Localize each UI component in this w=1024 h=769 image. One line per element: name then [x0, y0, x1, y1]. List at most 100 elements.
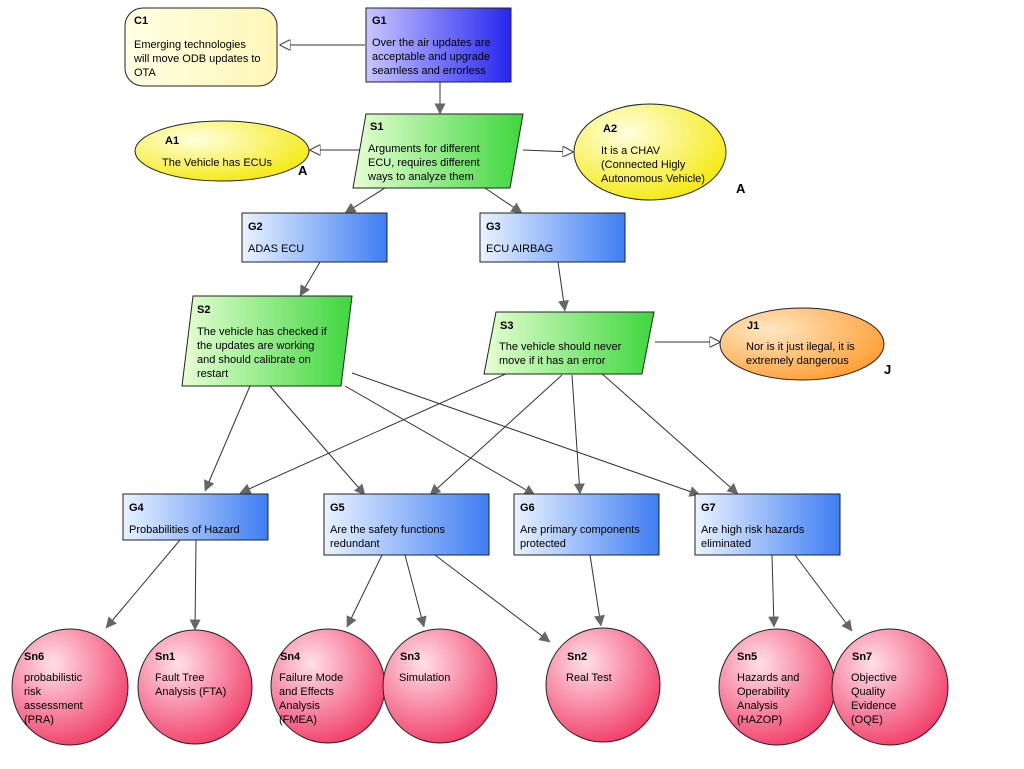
edge-s3-g6 [571, 374, 585, 495]
node-g6[interactable]: G6 Are primary components protected [513, 493, 660, 556]
node-g7-line: Are high risk hazards [701, 524, 805, 536]
node-sn4[interactable]: Sn4 Failure Mode and Effects Analysis (F… [270, 628, 386, 744]
node-g7-id: G7 [701, 502, 716, 514]
node-sn4-line: Analysis [279, 700, 320, 712]
edge-s3-g7 [599, 371, 739, 495]
node-sn7-id: Sn7 [852, 651, 872, 663]
edge-s1-a2 [522, 150, 573, 152]
node-g3-id: G3 [486, 221, 501, 233]
node-s2[interactable]: S2 The vehicle has checked if the update… [181, 295, 353, 387]
node-sn4-line: Failure Mode [279, 672, 343, 684]
edge-g4-sn6 [105, 539, 181, 629]
edge-g7-sn7 [794, 554, 853, 632]
node-c1-line: OTA [134, 67, 156, 79]
node-s3-line: The vehicle should never [499, 341, 622, 353]
edge-g3-s3 [557, 261, 569, 312]
edge-g5-sn3 [404, 554, 427, 628]
node-sn7-line: Evidence [851, 700, 896, 712]
node-a2-line: Autonomous Vehicle) [601, 173, 705, 185]
node-g3[interactable]: G3 ECU AIRBAG [479, 212, 626, 263]
node-g3-line: ECU AIRBAG [486, 243, 553, 255]
node-g7[interactable]: G7 Are high risk hazards eliminated [694, 493, 841, 556]
node-sn5-id: Sn5 [737, 651, 757, 663]
node-sn3[interactable]: Sn3 Simulation [382, 628, 498, 744]
node-s2-line: the updates are working [197, 340, 314, 352]
node-s1[interactable]: S1 Arguments for different ECU, requires… [352, 113, 524, 189]
node-s1-line: ways to analyze them [367, 171, 474, 183]
node-g1[interactable]: G1 Over the air updates are acceptable a… [365, 7, 512, 83]
node-sn1-id: Sn1 [155, 651, 175, 663]
node-a2-id: A2 [603, 123, 617, 135]
node-a1[interactable]: A1 The Vehicle has ECUs A [134, 120, 310, 182]
node-sn1-line: Fault Tree [155, 672, 205, 684]
edge-s2-g7 [351, 372, 701, 497]
node-s3-line: move if it has an error [499, 355, 606, 367]
node-s2-line: restart [197, 368, 228, 380]
node-s1-id: S1 [370, 121, 383, 133]
node-g2-line: ADAS ECU [248, 243, 304, 255]
solution-shape [831, 628, 949, 746]
node-c1[interactable]: C1 Emerging technologies will move ODB u… [124, 7, 278, 87]
assumption-mark: A [298, 163, 308, 178]
solution-shape [382, 628, 498, 744]
node-j1-id: J1 [747, 320, 759, 332]
node-sn1[interactable]: Sn1 Fault Tree Analysis (FTA) [137, 629, 253, 745]
node-a1-line: The Vehicle has ECUs [162, 157, 273, 169]
node-s3-id: S3 [500, 320, 513, 332]
node-s3[interactable]: S3 The vehicle should never move if it h… [483, 311, 655, 375]
node-g2[interactable]: G2 ADAS ECU [241, 212, 388, 263]
solution-shape [137, 629, 253, 745]
node-sn7[interactable]: Sn7 Objective Quality Evidence (OQE) [831, 628, 949, 746]
node-g5-line: Are the safety functions [330, 524, 445, 536]
node-j1-line: extremely dangerous [746, 355, 849, 367]
solution-shape [545, 627, 661, 743]
node-sn5-line: Analysis [737, 700, 778, 712]
node-sn6[interactable]: Sn6 probabilistic risk assessment (PRA) [11, 628, 129, 746]
edges [105, 45, 853, 643]
edge-g5-sn2 [434, 554, 551, 643]
context-shape [124, 7, 278, 87]
node-g4[interactable]: G4 Probabilities of Hazard [122, 493, 269, 541]
edge-s3-g5 [429, 374, 563, 496]
goal-shape [365, 7, 512, 83]
node-sn6-line: (PRA) [24, 714, 54, 726]
justification-mark: J [884, 362, 891, 377]
node-sn4-id: Sn4 [280, 651, 301, 663]
node-sn7-line: Objective [851, 672, 897, 684]
strategy-shape [483, 311, 655, 375]
edge-s2-g5 [269, 385, 366, 496]
solution-shape [11, 628, 129, 746]
node-sn4-line: (FMEA) [279, 714, 317, 726]
node-g6-line: protected [520, 538, 566, 550]
node-sn5-line: (HAZOP) [737, 714, 782, 726]
node-sn5[interactable]: Sn5 Hazards and Operability Analysis (HA… [718, 628, 836, 746]
node-g4-id: G4 [129, 502, 145, 514]
strategy-shape [181, 295, 353, 387]
node-s2-line: The vehicle has checked if [197, 326, 328, 338]
node-g1-line: seamless and errorless [372, 65, 486, 77]
node-g5[interactable]: G5 Are the safety functions redundant [323, 493, 490, 556]
node-sn3-id: Sn3 [400, 651, 420, 663]
node-g4-line: Probabilities of Hazard [129, 524, 240, 536]
node-g1-id: G1 [372, 15, 387, 27]
node-g7-line: eliminated [701, 538, 751, 550]
node-sn2[interactable]: Sn2 Real Test [545, 627, 661, 743]
assumption-shape [134, 120, 310, 182]
node-j1[interactable]: J1 Nor is it just ilegal, it is extremel… [719, 307, 891, 381]
node-sn6-id: Sn6 [24, 651, 44, 663]
node-sn7-line: (OQE) [851, 714, 883, 726]
node-sn1-line: Analysis (FTA) [155, 686, 226, 698]
node-g6-id: G6 [520, 502, 535, 514]
node-a2[interactable]: A2 It is a CHAV (Connected Higly Autonom… [573, 103, 746, 201]
edge-g6-sn2 [589, 554, 605, 627]
node-c1-line: will move ODB updates to [133, 53, 261, 65]
edge-g2-s2 [299, 261, 321, 297]
node-g1-line: Over the air updates are [372, 37, 491, 49]
node-sn6-line: risk [24, 686, 42, 698]
edge-g7-sn5 [768, 554, 780, 628]
strategy-shape [352, 113, 524, 189]
node-sn6-line: assessment [24, 700, 83, 712]
node-j1-line: Nor is it just ilegal, it is [746, 341, 855, 353]
node-a2-line: It is a CHAV [601, 145, 661, 157]
node-s1-line: Arguments for different [368, 143, 480, 155]
